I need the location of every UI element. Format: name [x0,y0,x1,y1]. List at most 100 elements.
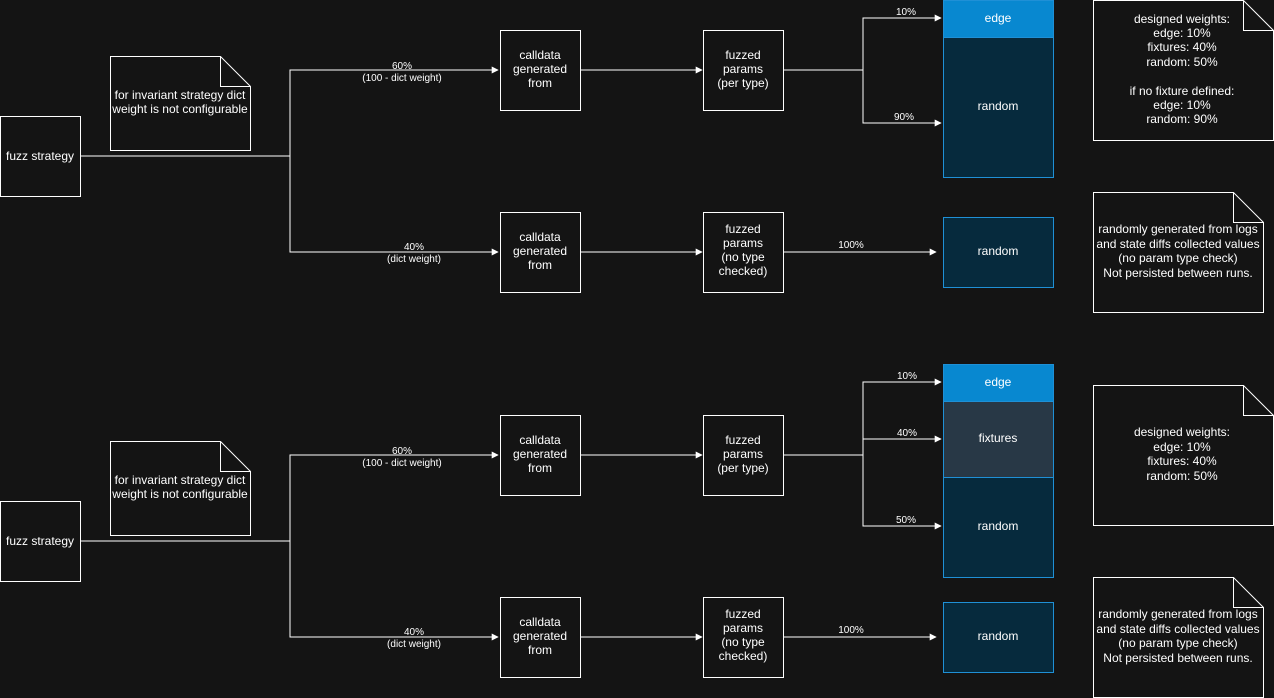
edge-to-edge-bucket [862,378,942,455]
params-upper-line-1: fuzzed [725,48,760,62]
params-upper-line-2: params [723,447,763,461]
params-lower-line-4: checked) [719,649,768,663]
edge-split-upper [289,66,499,156]
note-weights-line-1: designed weights: [1134,12,1230,26]
random-bucket-label: random [978,519,1019,533]
params-lower-line-3: (no type [721,250,765,264]
random-bucket-label: random [978,99,1019,113]
calldata-lower-line-3: from [528,258,552,272]
note-invariant-line-2: weight is not configurable [111,102,248,116]
branch-upper-pct: 60% [392,446,412,457]
params-lower-line-1: fuzzed [725,222,760,236]
note-weights-line-4: random: 50% [1146,55,1218,69]
note-weights-line-3: fixtures: 40% [1147,40,1217,54]
random2-bucket [943,602,1054,673]
note-invariant [110,441,251,536]
fixtures-pct-label: 40% [897,428,917,439]
calldata-upper-line-1: calldata [519,48,561,62]
random2-bucket [943,217,1054,288]
note-logs-line-2: and state diffs collected values [1096,622,1259,636]
fuzz-strategy-box [0,501,81,582]
note-weights-line-8: random: 90% [1146,112,1218,126]
calldata-lower-line-2: generated [513,244,567,258]
calldata-upper-box [500,415,581,496]
edge-pct-label: 10% [897,371,917,382]
calldata-lower-box [500,212,581,293]
note-logs-fold [1233,192,1264,223]
note-invariant-line-1: for invariant strategy dict [115,88,246,102]
params-upper-line-2: params [723,62,763,76]
note-invariant [110,56,251,151]
note-weights-line-1: designed weights: [1134,425,1230,439]
edge-to-edge-bucket [862,14,942,70]
edge-to-random-bucket [862,70,942,127]
calldata-lower-line-1: calldata [519,615,561,629]
note-weights-line-3: fixtures: 40% [1147,454,1217,468]
note-logs-line-3: (no param type check) [1118,636,1237,650]
note-invariant-line-2: weight is not configurable [111,487,248,501]
note-logs-line-2: and state diffs collected values [1096,237,1259,251]
branch-lower-pct: 40% [404,627,424,638]
random2-bucket-label: random [978,244,1019,258]
edge-split-lower [289,541,499,641]
note-logs-line-1: randomly generated from logs [1098,222,1257,236]
note-weights-line-2: edge: 10% [1153,440,1211,454]
random2-pct-label: 100% [838,240,864,251]
note-logs-fold [1233,577,1264,608]
note-weights-line-4: random: 50% [1146,469,1218,483]
calldata-upper-line-1: calldata [519,433,561,447]
branch-upper-label: (100 - dict weight) [362,458,441,469]
note-logs [1093,577,1264,698]
note-invariant-fold [220,441,251,472]
params-lower-box [703,212,784,293]
calldata-lower-line-3: from [528,643,552,657]
params-upper-line-3: (per type) [717,76,768,90]
edge-bucket-label: edge [985,375,1012,389]
edge-split-lower [289,156,499,256]
branch-lower-pct: 40% [404,242,424,253]
params-upper-box [703,415,784,496]
calldata-upper-line-3: from [528,461,552,475]
note-logs-line-1: randomly generated from logs [1098,607,1257,621]
params-lower-line-4: checked) [719,264,768,278]
note-logs [1093,192,1264,313]
note-logs-line-4: Not persisted between runs. [1103,651,1252,665]
edge-bucket [943,364,1054,402]
params-lower-line-3: (no type [721,635,765,649]
random-pct-label: 90% [894,112,914,123]
params-upper-line-1: fuzzed [725,433,760,447]
random-bucket [943,37,1054,178]
fixtures-bucket-label: fixtures [979,431,1018,445]
note-logs-line-4: Not persisted between runs. [1103,266,1252,280]
edge-pct-label: 10% [896,7,916,18]
params-lower-line-1: fuzzed [725,607,760,621]
random2-pct-label: 100% [838,625,864,636]
branch-lower-label: (dict weight) [387,254,441,265]
params-upper-box [703,30,784,111]
edge-split-upper [289,451,499,541]
calldata-lower-line-1: calldata [519,230,561,244]
note-weights-line-6: if no fixture defined: [1130,84,1235,98]
calldata-upper-line-2: generated [513,447,567,461]
fuzz-strategy-box [0,116,81,197]
random-bucket [943,477,1054,578]
params-lower-box [703,597,784,678]
calldata-lower-box [500,597,581,678]
note-weights-line-2: edge: 10% [1153,26,1211,40]
edge-bucket-label: edge [985,11,1012,25]
params-lower-line-2: params [723,236,763,250]
calldata-upper-box [500,30,581,111]
branch-lower-label: (dict weight) [387,639,441,650]
calldata-upper-line-3: from [528,76,552,90]
fixtures-bucket [943,401,1054,478]
note-logs-line-3: (no param type check) [1118,251,1237,265]
params-upper-line-3: (per type) [717,461,768,475]
random2-bucket-label: random [978,629,1019,643]
params-lower-line-2: params [723,621,763,635]
note-weights-line-7: edge: 10% [1153,98,1211,112]
calldata-lower-line-2: generated [513,629,567,643]
top-diagram: 60% (100 - dict weight) 40% (dict weight… [0,0,1274,313]
note-invariant-fold [220,56,251,87]
branch-upper-pct: 60% [392,61,412,72]
